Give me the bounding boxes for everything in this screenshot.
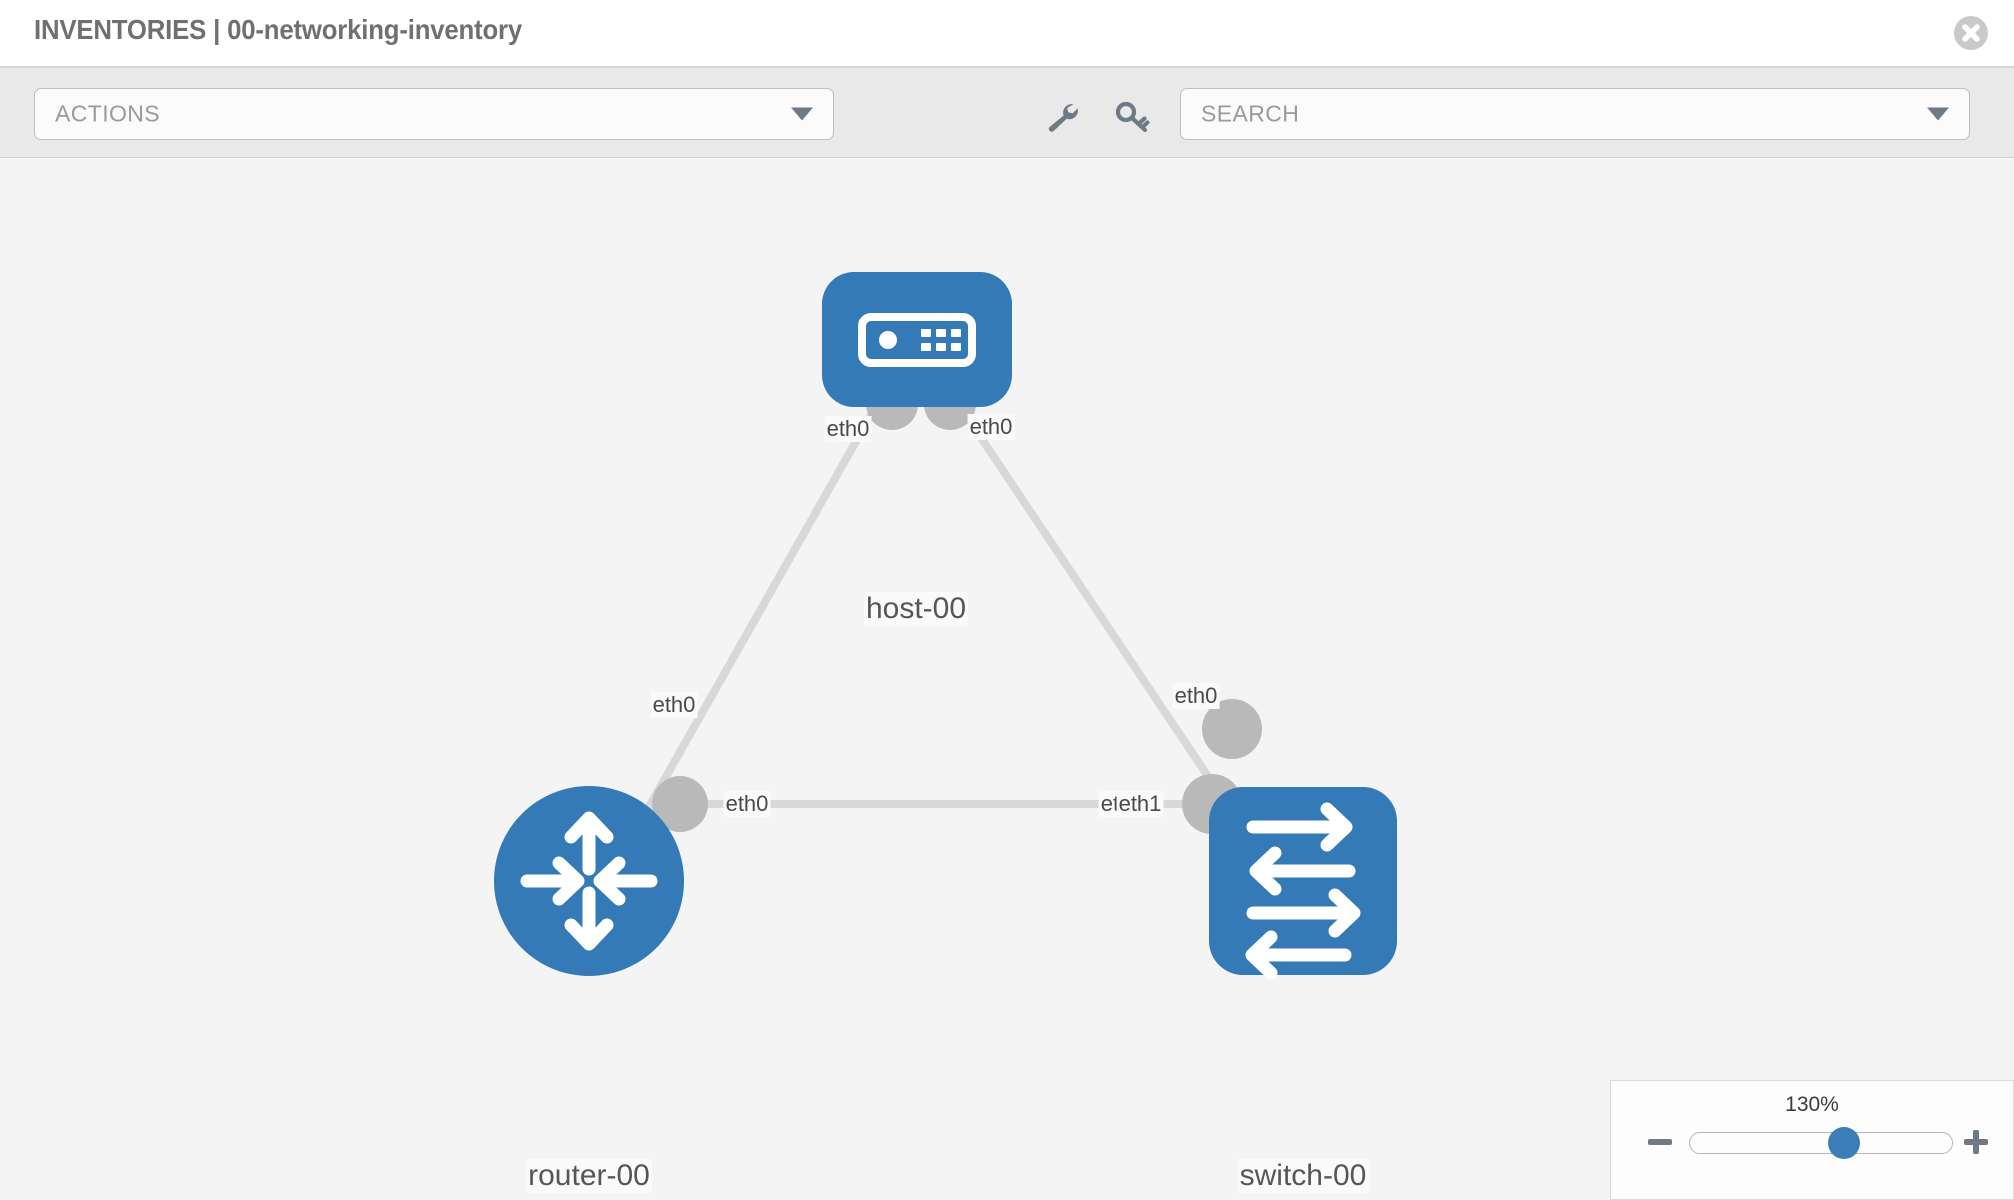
close-icon[interactable] bbox=[1954, 16, 1988, 50]
zoom-percent-label: 130% bbox=[1785, 1093, 1839, 1116]
edge-label: eth0 bbox=[1172, 683, 1220, 709]
edge-host00-switch00[interactable] bbox=[951, 396, 1254, 842]
edge-label: eth0 bbox=[824, 416, 872, 442]
port-router00-eth0[interactable] bbox=[652, 776, 708, 832]
search-placeholder: SEARCH bbox=[1201, 100, 1300, 127]
key-icon[interactable] bbox=[1113, 100, 1153, 134]
zoom-control: 130% bbox=[1610, 1080, 2014, 1200]
topology-canvas[interactable]: eth0 eth0 eth0 eth0 eth0 eth eth1 host-0… bbox=[0, 159, 2014, 1200]
edge-label: eth1 bbox=[1116, 791, 1164, 817]
node-label-host-00: host-00 bbox=[863, 592, 969, 626]
actions-dropdown-label: ACTIONS bbox=[55, 100, 161, 127]
server-icon bbox=[858, 313, 976, 367]
page-title: INVENTORIES | 00-networking-inventory bbox=[34, 14, 523, 45]
chevron-down-icon bbox=[791, 107, 813, 121]
node-host-00[interactable] bbox=[822, 272, 1012, 407]
router-icon bbox=[520, 811, 658, 951]
edge-label: eth0 bbox=[650, 692, 698, 718]
node-label-switch-00: switch-00 bbox=[1237, 1159, 1369, 1193]
plus-icon[interactable] bbox=[1961, 1127, 1991, 1157]
edge-label: eth0 bbox=[967, 414, 1015, 440]
page-header: INVENTORIES | 00-networking-inventory bbox=[0, 0, 2014, 68]
zoom-slider-thumb[interactable] bbox=[1828, 1127, 1860, 1159]
node-router-00[interactable] bbox=[494, 786, 684, 976]
node-label-router-00: router-00 bbox=[526, 1159, 652, 1193]
search-input[interactable]: SEARCH bbox=[1180, 88, 1970, 140]
node-switch-00[interactable] bbox=[1209, 787, 1397, 980]
topology-graph[interactable] bbox=[0, 159, 2014, 1200]
port-switch00-eth0[interactable] bbox=[1202, 699, 1262, 759]
switch-icon bbox=[1245, 802, 1361, 980]
minus-icon[interactable] bbox=[1645, 1127, 1675, 1157]
wrench-icon[interactable] bbox=[1043, 100, 1083, 134]
chevron-down-icon bbox=[1927, 107, 1949, 121]
actions-dropdown[interactable]: ACTIONS bbox=[34, 88, 834, 140]
edge-label: eth0 bbox=[723, 791, 771, 817]
toolbar: ACTIONS SEARCH bbox=[0, 68, 2014, 158]
zoom-slider[interactable] bbox=[1689, 1127, 1953, 1159]
edge-host00-router00[interactable] bbox=[621, 397, 884, 851]
